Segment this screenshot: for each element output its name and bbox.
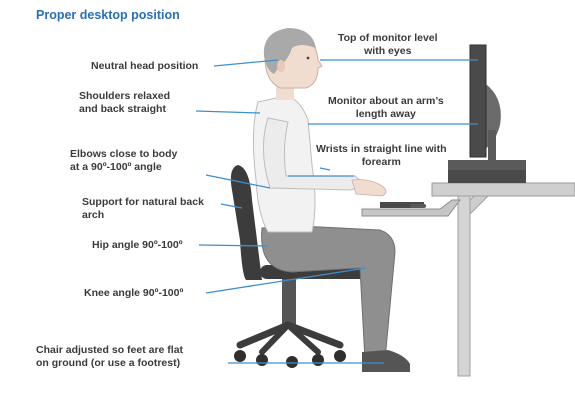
monitor-riser bbox=[448, 170, 526, 183]
person-eye bbox=[306, 56, 310, 60]
label-shoulders-line2: and back straight bbox=[79, 103, 166, 115]
label-feet: Chair adjusted so feet are flat on groun… bbox=[36, 344, 183, 370]
chair-wheel bbox=[334, 350, 346, 362]
chair-base-legs bbox=[259, 320, 321, 355]
leader-line-hip bbox=[198, 244, 269, 247]
monitor bbox=[448, 44, 526, 183]
label-feet-line1: Chair adjusted so feet are flat bbox=[36, 344, 184, 356]
label-back-support-line1: Support for natural back bbox=[82, 196, 204, 208]
chair-wheel bbox=[256, 354, 268, 366]
label-feet-line2: on ground (or use a footrest) bbox=[36, 357, 181, 369]
keyboard-tray bbox=[361, 199, 461, 217]
label-shoulders: Shoulders relaxed and back straight bbox=[79, 90, 170, 116]
label-back-support: Support for natural back arch bbox=[82, 196, 204, 222]
label-hip-angle: Hip angle 90º-100º bbox=[92, 239, 183, 251]
desk-top bbox=[431, 182, 575, 197]
monitor-stand-base bbox=[448, 160, 526, 170]
leader-line-elbows bbox=[205, 174, 271, 189]
monitor-screen bbox=[469, 44, 487, 158]
label-elbows: Elbows close to body at a 90º-100º angle bbox=[70, 148, 177, 174]
keyboard bbox=[380, 202, 424, 208]
label-monitor-top: Top of monitor level with eyes bbox=[338, 32, 438, 58]
label-shoulders-line1: Shoulders relaxed bbox=[79, 90, 171, 102]
mouse bbox=[410, 204, 426, 208]
label-wrists-line1: Wrists in straight line with bbox=[316, 143, 447, 155]
label-knee-angle: Knee angle 90º-100º bbox=[84, 287, 184, 299]
label-elbows-line1: Elbows close to body bbox=[70, 148, 178, 160]
label-monitor-distance: Monitor about an arm’s length away bbox=[328, 95, 444, 121]
desk-leg bbox=[457, 195, 471, 377]
chair-wheel bbox=[312, 354, 324, 366]
desk bbox=[361, 182, 575, 377]
leader-lines bbox=[195, 59, 478, 364]
leader-line-head bbox=[213, 59, 279, 67]
leader-line-shoulders bbox=[195, 110, 261, 114]
label-elbows-line2: at a 90º-100º angle bbox=[70, 161, 162, 173]
label-wrists-line2: forearm bbox=[361, 156, 401, 168]
person bbox=[252, 28, 410, 372]
chair-wheel bbox=[286, 356, 298, 368]
label-neutral-head: Neutral head position bbox=[91, 60, 199, 72]
desk-bracket bbox=[469, 195, 490, 216]
monitor-neck bbox=[488, 130, 496, 162]
label-monitor-distance-line1: Monitor about an arm’s bbox=[328, 95, 444, 107]
person-ear bbox=[277, 60, 285, 72]
label-monitor-top-line1: Top of monitor level bbox=[338, 32, 438, 44]
chair-post bbox=[282, 279, 296, 325]
leader-line-knee bbox=[205, 267, 367, 294]
person-hand bbox=[351, 179, 387, 197]
label-wrists: Wrists in straight line with forearm bbox=[316, 143, 447, 169]
page-title: Proper desktop position bbox=[36, 8, 180, 22]
leader-line-back-support bbox=[220, 203, 243, 209]
person-shoes bbox=[362, 350, 410, 372]
label-monitor-distance-line2: length away bbox=[355, 108, 416, 120]
label-monitor-top-line2: with eyes bbox=[364, 45, 412, 57]
person-hair bbox=[263, 28, 316, 74]
leader-line-wrists-tick bbox=[319, 167, 331, 171]
chair-backrest bbox=[230, 165, 262, 280]
chair-wheel bbox=[234, 350, 246, 362]
label-back-support-line2: arch bbox=[82, 209, 105, 221]
